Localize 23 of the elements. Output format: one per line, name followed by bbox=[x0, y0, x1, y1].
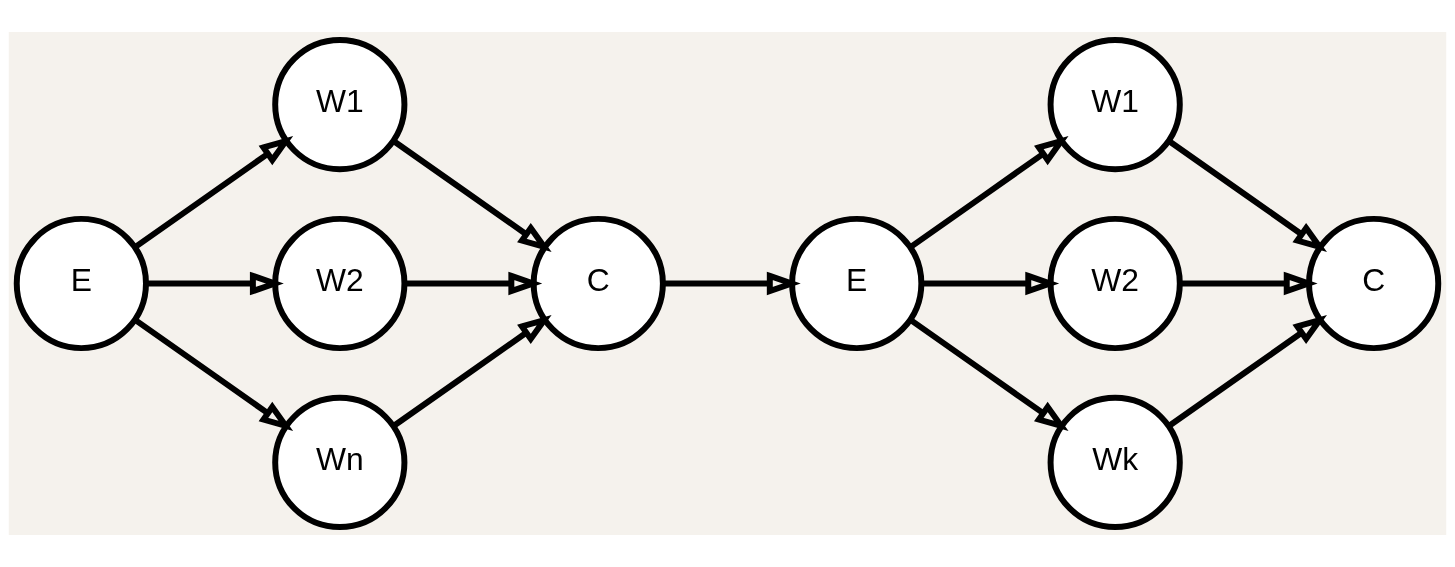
node-circle: W1 bbox=[272, 36, 408, 173]
arrow bbox=[921, 271, 1060, 296]
arrow bbox=[663, 271, 801, 296]
node-circle: W1 bbox=[1047, 36, 1183, 173]
node-circle: W2 bbox=[1047, 215, 1183, 352]
arrow bbox=[392, 138, 552, 253]
arrow bbox=[133, 136, 294, 250]
node-circle: E bbox=[13, 215, 149, 352]
node-circle: E bbox=[789, 215, 925, 352]
node-circle: Wn bbox=[272, 394, 408, 531]
arrow bbox=[404, 271, 543, 296]
arrow bbox=[909, 136, 1069, 250]
node-circle: C bbox=[1306, 215, 1442, 352]
arrow bbox=[1167, 138, 1327, 253]
arrow bbox=[1167, 314, 1327, 429]
arrow bbox=[909, 317, 1069, 431]
node-circle: C bbox=[530, 215, 666, 352]
arrow bbox=[1180, 271, 1318, 296]
arrow bbox=[146, 271, 284, 296]
node-circle: W2 bbox=[272, 215, 408, 352]
node-circle: Wk bbox=[1047, 394, 1183, 531]
arrow bbox=[133, 317, 294, 431]
arrow bbox=[392, 314, 552, 429]
